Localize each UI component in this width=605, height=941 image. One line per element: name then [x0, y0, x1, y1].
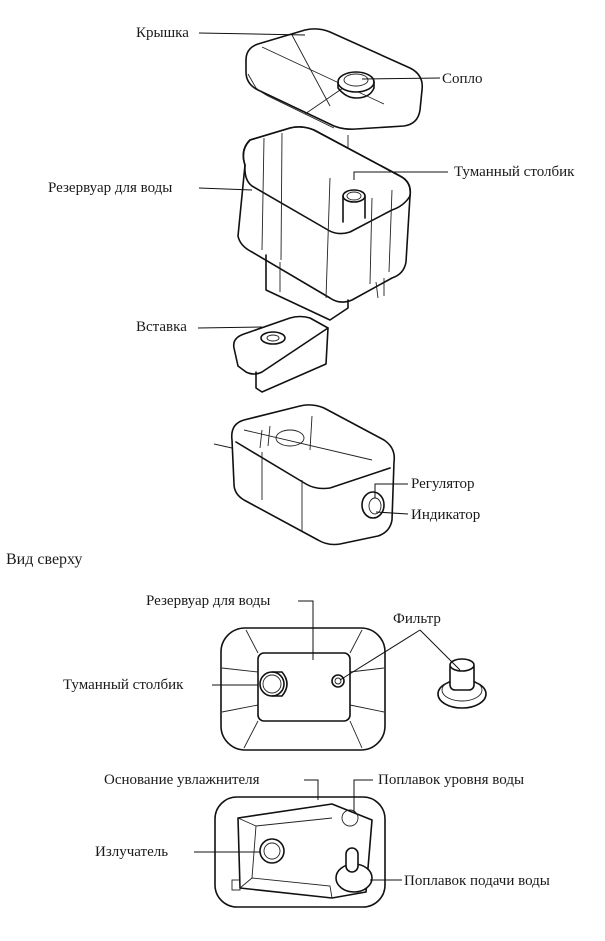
filter-drawing — [437, 658, 487, 709]
label-emitter: Излучатель — [95, 844, 169, 860]
label-regulator: Регулятор — [411, 476, 475, 492]
label-top-mist-column: Туманный столбик — [63, 677, 184, 693]
label-lid: Крышка — [136, 25, 189, 41]
label-filter: Фильтр — [393, 611, 441, 627]
label-mist-column: Туманный столбик — [454, 164, 575, 180]
insert-drawing — [232, 315, 329, 393]
label-water-tank: Резервуар для воды — [48, 180, 173, 196]
top-view-base-drawing — [214, 796, 386, 908]
nozzle-drawing — [337, 71, 375, 99]
water-tank-drawing — [237, 126, 412, 321]
label-top-water-tank: Резервуар для воды — [146, 593, 271, 609]
label-base: Основание увлажнителя — [104, 772, 260, 788]
label-indicator: Индикатор — [411, 507, 481, 523]
leader-lines — [194, 32, 461, 881]
base-drawing — [213, 404, 396, 546]
label-nozzle: Сопло — [442, 71, 483, 87]
label-level-float: Поплавок уровня воды — [378, 772, 525, 788]
top-view-heading: Вид сверху — [6, 551, 83, 568]
top-view-tank-drawing — [220, 627, 386, 751]
label-feed-float: Поплавок подачи воды — [404, 873, 550, 889]
label-insert: Вставка — [136, 319, 187, 335]
